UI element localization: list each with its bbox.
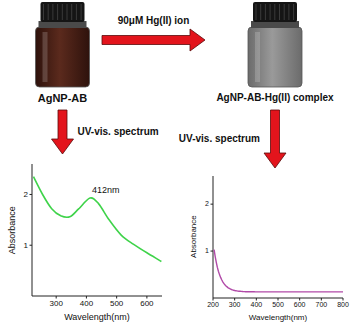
block-arrow [264,110,286,168]
cap-ridge [274,4,275,20]
y-axis [213,176,214,298]
cap-ridge [256,4,257,20]
vial-body [248,27,302,87]
cap-ridge [260,4,261,20]
cap-ridge [57,4,58,20]
tick-mark [256,298,257,301]
axis-title: Absorbance [7,206,17,254]
cap-ridge [265,4,266,20]
spectrum-curve [34,177,162,262]
cap-ridge [43,4,44,20]
tick-label: 600 [140,299,153,308]
tick-mark [56,296,57,299]
vial-body [36,27,90,87]
tick-mark [146,296,147,299]
cap-ridge [288,4,289,20]
arrow-label: 90μM Hg(II) ion [117,15,191,27]
tick-mark [116,296,117,299]
sample-vial: AgNP-AB-Hg(II) complex [207,0,343,108]
tick-label: 700 [315,301,327,309]
tick-mark [30,245,33,246]
cap-ridge [81,4,82,20]
cap-ridge [270,4,271,20]
tick-label: 500 [272,301,284,309]
tick-label: 500 [110,299,123,308]
glass-highlight [255,32,260,82]
tick-label: 400 [250,301,262,309]
glass-highlight [43,32,48,82]
tick-label: 600 [294,301,306,309]
axis-title: Absorbance [188,216,197,259]
cap-ridge [279,4,280,20]
block-arrow [102,29,205,51]
arrow-label: UV-vis. spectrum [178,133,261,145]
cap-ridge [62,4,63,20]
tick-label: 1 [24,241,28,250]
tick-label: 800 [337,301,349,309]
tick-mark [321,298,322,301]
vial-illustration [25,0,100,90]
tick-mark [343,298,344,301]
cap-ridge [67,4,68,20]
x-axis [32,296,162,297]
tick-mark [299,298,300,301]
sample-label: AgNP-AB [38,92,88,105]
axis-title: Wavelength(nm) [64,312,130,322]
cap-ridge [293,4,294,20]
tick-mark [213,298,214,301]
sample-label: AgNP-AB-Hg(II) complex [216,92,333,104]
tick-mark [234,298,235,301]
vial-neck [251,21,299,28]
axis-title: Wavelength(nm) [249,313,307,322]
tick-mark [211,251,214,252]
vial-illustration [207,0,343,90]
cap-ridge [48,4,49,20]
cap-ridge [284,4,285,20]
vial-cap [41,2,85,22]
peak-label: 412nm [92,185,120,195]
vial-cap [253,2,297,22]
tick-mark [86,296,87,299]
tick-mark [211,204,214,205]
tick-label: 2 [205,200,209,208]
tick-label: 2 [24,190,28,199]
tick-mark [278,298,279,301]
tick-mark [30,194,33,195]
arrow-label: UV-vis. spectrum [77,126,160,138]
spectrum-curve [214,250,343,292]
tick-label: 400 [80,299,93,308]
cap-ridge [76,4,77,20]
cap-ridge [52,4,53,20]
tick-label: 200 [207,301,219,309]
block-arrow [52,110,74,154]
spectrum-chart: AbsorbanceWavelength(nm) 200 300 400 500 600 7… [185,170,348,330]
y-axis [32,164,33,296]
tick-label: 300 [229,301,241,309]
sample-vial: AgNP-AB [25,0,100,108]
spectrum-chart: 412nmAbsorbanceWavelength(nm)300 400 500 60… [2,156,167,330]
cap-ridge [71,4,72,20]
tick-label: 300 [50,299,63,308]
vial-neck [39,21,87,28]
tick-label: 1 [205,247,209,255]
